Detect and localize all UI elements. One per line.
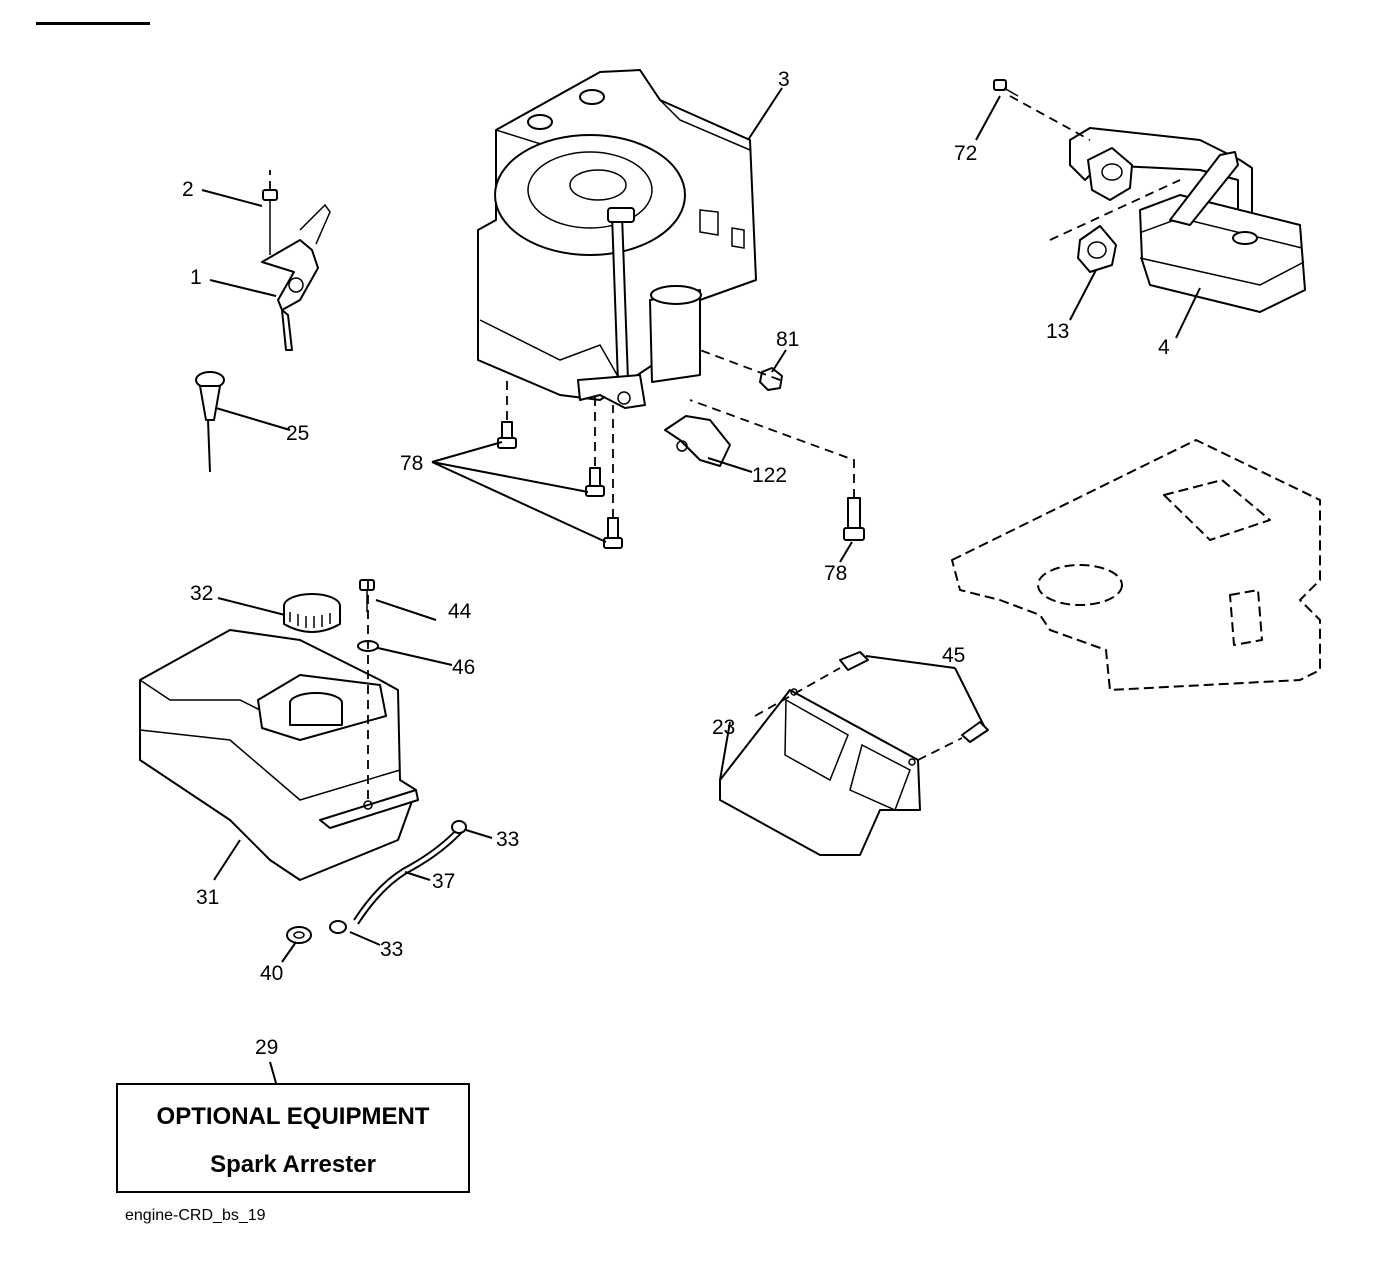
callout-labels: 1 2 3 4 13 23 25 29 31 32 33 33 37 40 44…	[182, 68, 1170, 1059]
plate-screws	[839, 651, 989, 743]
callout-2: 2	[182, 178, 194, 201]
callout-72: 72	[954, 142, 977, 165]
optional-equipment-title: OPTIONAL EQUIPMENT	[156, 1103, 430, 1130]
dipstick	[195, 371, 225, 473]
callout-13: 13	[1046, 320, 1069, 343]
callout-32: 32	[190, 582, 213, 605]
fuel-tank	[139, 629, 419, 881]
callout-4: 4	[1158, 336, 1170, 359]
chassis-frame	[951, 439, 1321, 691]
callout-3: 3	[778, 68, 790, 91]
callout-25: 25	[286, 422, 309, 445]
header-rule	[36, 22, 150, 25]
callout-29: 29	[255, 1036, 278, 1059]
callout-33-top: 33	[496, 828, 519, 851]
callout-122: 122	[752, 464, 787, 487]
throttle-control-bracket	[261, 189, 331, 351]
exhaust-bolt	[993, 79, 1019, 97]
hose-clamps	[329, 820, 467, 934]
callout-37: 37	[432, 870, 455, 893]
engine-nut	[759, 367, 783, 391]
callout-33-bottom: 33	[380, 938, 403, 961]
optional-equipment-box: OPTIONAL EQUIPMENT Spark Arrester	[116, 1083, 470, 1193]
callout-40: 40	[260, 962, 283, 985]
callout-44: 44	[448, 600, 472, 623]
callout-78-right: 78	[824, 562, 847, 585]
callout-78-left: 78	[400, 452, 423, 475]
fuel-cap	[283, 593, 341, 633]
alignment-lines	[269, 95, 1181, 800]
leader-lines	[201, 87, 1201, 1084]
fuel-line	[353, 825, 465, 925]
engine-bolts	[497, 421, 865, 549]
optional-equipment-item: Spark Arrester	[210, 1151, 376, 1178]
muffler-assembly	[1069, 127, 1306, 313]
exhaust-gasket	[1077, 225, 1117, 273]
engine-plate	[719, 688, 921, 856]
tank-screw	[359, 579, 375, 612]
engine-assembly	[477, 69, 757, 409]
callout-23: 23	[712, 716, 735, 739]
grommet	[286, 926, 312, 944]
heat-shield	[664, 415, 731, 467]
callout-31: 31	[196, 886, 219, 909]
callout-46: 46	[452, 656, 475, 679]
callout-1: 1	[190, 266, 202, 289]
drawing-id: engine-CRD_bs_19	[125, 1207, 266, 1224]
callout-45: 45	[942, 644, 965, 667]
callout-81: 81	[776, 328, 799, 351]
